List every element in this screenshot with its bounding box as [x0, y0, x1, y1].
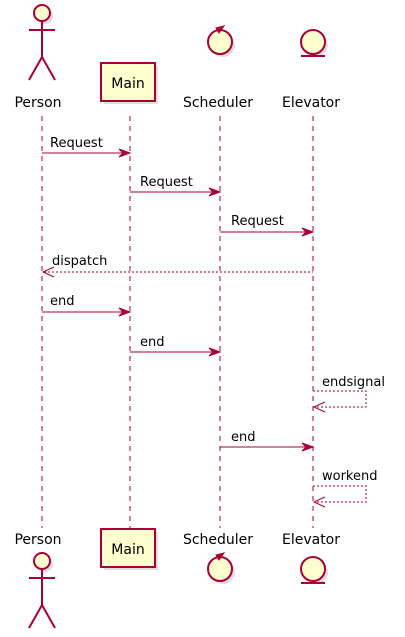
participant-main-bottom: Main: [100, 528, 158, 570]
control-scheduler-bottom: [207, 552, 235, 584]
participant-label-main-top: Main: [111, 76, 144, 92]
entity-elevator-bottom: [300, 556, 328, 584]
message-6: end: [130, 335, 222, 357]
participant-main-top: Main: [100, 62, 158, 104]
message-label: dispatch: [52, 254, 107, 269]
actor-person-bottom: [28, 552, 56, 629]
participant-label-main-bottom: Main: [111, 542, 144, 558]
message-label: end: [231, 430, 256, 445]
message-label: end: [140, 335, 165, 350]
message-8: end: [220, 430, 315, 452]
participant-label-scheduler-bottom: Scheduler: [183, 532, 253, 548]
participant-label-elevator-top: Elevator: [282, 95, 340, 111]
message-label: end: [50, 294, 75, 309]
control-arrow-icon: [215, 25, 226, 34]
participant-label-person-top: Person: [14, 95, 61, 111]
control-scheduler-top: [207, 25, 235, 57]
participant-label-scheduler-top: Scheduler: [183, 95, 253, 111]
participant-label-person-bottom: Person: [14, 532, 61, 548]
actor-person-top: [28, 4, 56, 81]
message-label: endsignal: [322, 375, 385, 390]
entity-elevator-top: [300, 29, 328, 57]
message-5: end: [42, 294, 132, 317]
message-1: Request: [42, 136, 132, 158]
message-9: workend: [312, 469, 378, 508]
control-arrow-icon: [215, 552, 226, 561]
participant-label-elevator-bottom: Elevator: [282, 532, 340, 548]
message-3: Request: [220, 214, 315, 237]
message-label: Request: [231, 214, 284, 229]
message-label: workend: [322, 469, 378, 484]
message-4: dispatch: [41, 254, 313, 278]
message-label: Request: [50, 136, 103, 151]
message-label: Request: [140, 175, 193, 190]
message-7: endsignal: [312, 375, 385, 413]
message-2: Request: [130, 175, 222, 197]
